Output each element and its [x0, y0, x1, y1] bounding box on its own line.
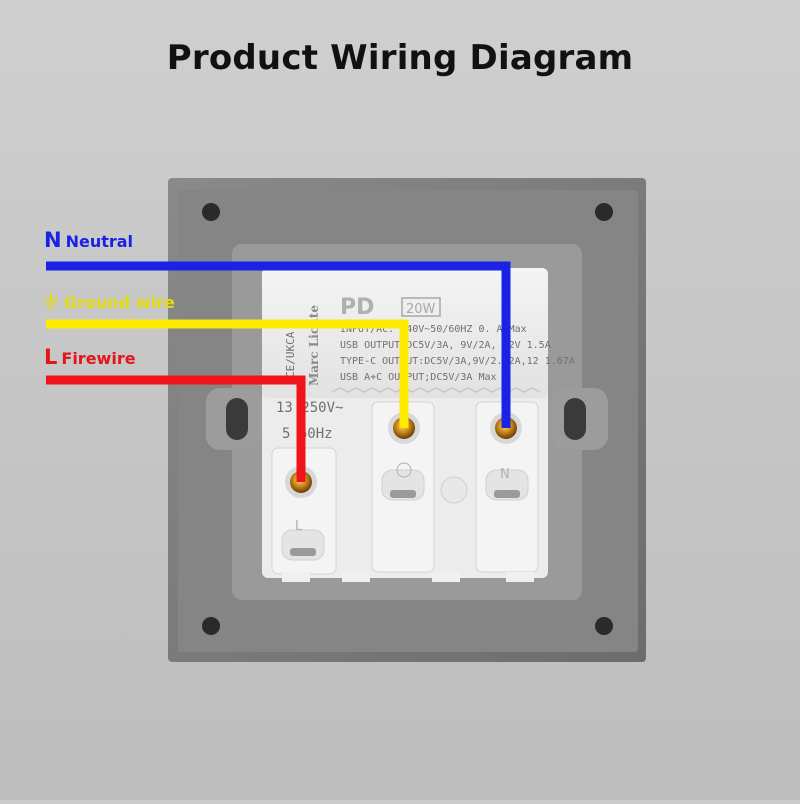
mounting-slot-icon — [226, 398, 248, 440]
terminal-n-mark: N — [500, 467, 510, 482]
neutral-text: Neutral — [65, 232, 134, 251]
module-power: 20W — [406, 302, 436, 317]
screw-hole-icon — [595, 617, 613, 635]
foot — [282, 572, 310, 582]
foot — [506, 572, 534, 582]
spec-line: TYPE-C OUTPUT:DC5V/3A,9V/2.22A,12 1.67A — [340, 356, 575, 367]
neutral-wire — [46, 261, 511, 428]
rating-text: 5 60Hz — [282, 426, 333, 442]
fire-label: L Firewire — [44, 345, 136, 369]
power-badge-box — [401, 297, 441, 317]
ground-wire — [46, 319, 409, 428]
cert-text: CE/UKCA — [284, 331, 297, 378]
screw-hole-icon — [202, 617, 220, 635]
pin-slot-icon — [290, 548, 316, 556]
earth-symbol-icon — [396, 462, 412, 478]
pin-slot-icon — [390, 490, 416, 498]
mounting-slot-icon — [564, 398, 586, 440]
fire-text: Firewire — [61, 349, 136, 368]
center-post — [440, 476, 468, 504]
page-title: Product Wiring Diagram — [166, 38, 634, 78]
pin-slot-icon — [494, 490, 520, 498]
module-brand: PD — [340, 295, 374, 320]
foot — [432, 572, 460, 582]
screw-hole-icon — [595, 203, 613, 221]
spec-line: USB OUTPUT:DC5V/3A, 9V/2A, 12V 1.5A — [340, 340, 551, 351]
screw-hole-icon — [202, 203, 220, 221]
spec-line: USB A+C OUTPUT;DC5V/3A Max — [340, 372, 497, 383]
maker-text: Marc Lichte — [307, 305, 321, 386]
rating-text: 13 250V~ — [276, 400, 343, 416]
neutral-letter: N — [44, 228, 62, 252]
terminal-l-mark: L — [295, 519, 303, 534]
neutral-label: N Neutral — [44, 228, 133, 252]
ground-icon — [44, 293, 58, 309]
ground-text: Ground wire — [64, 293, 175, 312]
foot — [342, 572, 370, 582]
fire-wire — [46, 375, 306, 482]
fire-letter: L — [44, 345, 58, 369]
ground-label: Ground wire — [42, 290, 175, 312]
spec-line: INPUT/AC: 240V~50/60HZ 0. A Max — [340, 324, 527, 335]
